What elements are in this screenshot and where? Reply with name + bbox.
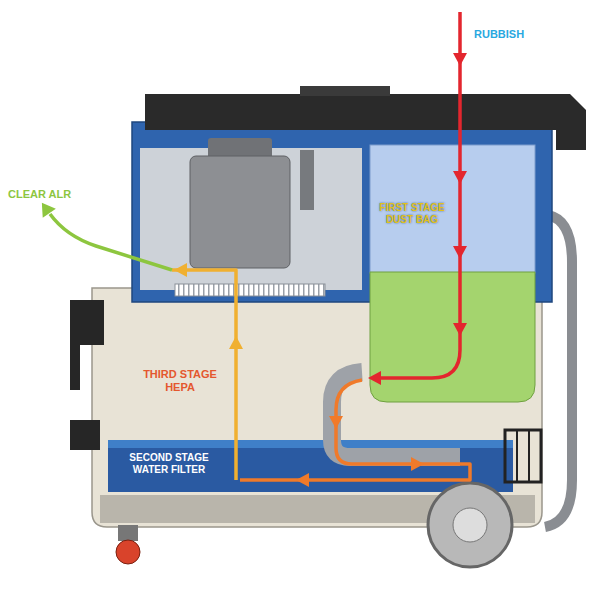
flow-label: SECOND STAGE WATER FILTER: [114, 452, 224, 476]
arrow-head: [368, 371, 381, 385]
arrow-head: [35, 198, 56, 218]
flow-label: FIRST STAGE DUST BAG: [372, 202, 452, 226]
hepa-filter: [175, 284, 325, 296]
arrow-head: [296, 473, 309, 487]
arrow-head: [329, 416, 343, 429]
arrow-head: [174, 263, 187, 277]
side-handle: [70, 300, 104, 390]
flow-label: THIRD STAGE HEPA: [134, 368, 226, 394]
caster-holder: [118, 525, 138, 541]
arrow-head: [453, 53, 467, 66]
caster-wheel: [116, 540, 140, 564]
cage-bar: [528, 430, 530, 482]
lid-latch: [300, 86, 390, 96]
flow-label: RUBBISH: [474, 28, 524, 41]
rubbish-flow: [372, 12, 460, 378]
wheel-hub: [453, 508, 487, 542]
cage: [505, 430, 541, 482]
clean-flow: [50, 214, 172, 270]
arrow-head: [453, 171, 467, 184]
motor-switch: [300, 150, 314, 210]
cage-bar: [516, 430, 518, 482]
side-clip: [70, 420, 100, 450]
dust-bag-bottom: [370, 272, 535, 402]
arrow-head: [411, 457, 424, 471]
rear-wheel: [428, 483, 512, 567]
arrow-head: [229, 336, 243, 349]
arrow-head: [453, 323, 467, 336]
arrow-head: [453, 246, 467, 259]
motor: [190, 156, 290, 268]
flow-label: CLEAR ALR: [8, 188, 71, 201]
air-flow: [240, 380, 470, 480]
water-surface: [108, 440, 513, 448]
dust-bag-top: [370, 145, 535, 273]
